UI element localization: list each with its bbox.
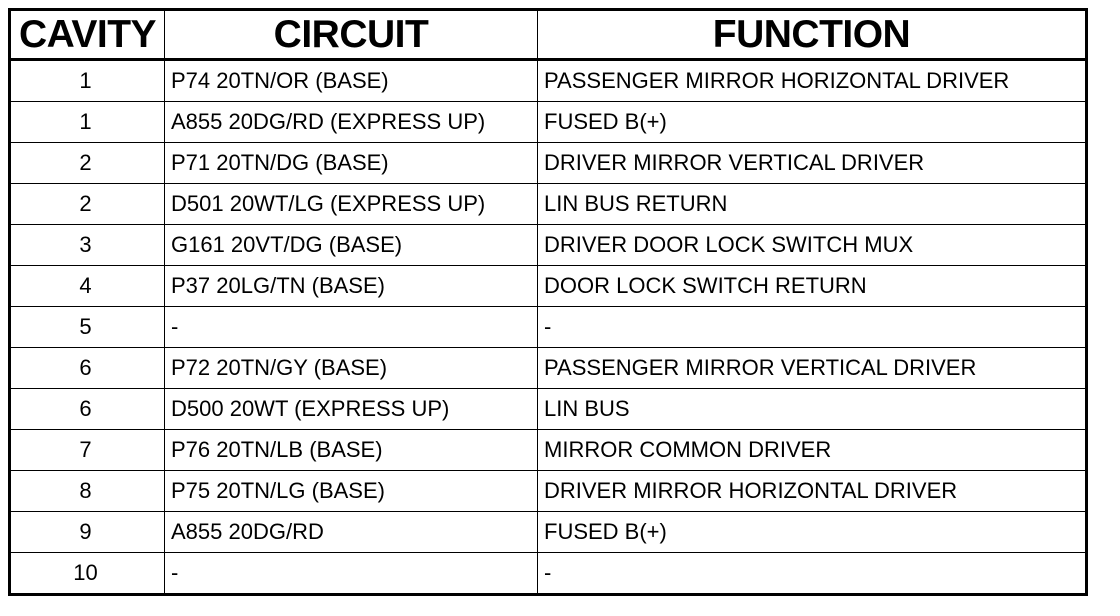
table-row: 2 P71 20TN/DG (BASE) DRIVER MIRROR VERTI…	[9, 142, 1087, 184]
circuit-cell: G161 20VT/DG (BASE)	[164, 224, 538, 266]
table-row: 6 P72 20TN/GY (BASE) PASSENGER MIRROR VE…	[9, 347, 1087, 389]
function-cell: DRIVER MIRROR VERTICAL DRIVER	[537, 142, 1087, 184]
column-header-function: FUNCTION	[537, 9, 1087, 61]
table-row: 5 - -	[9, 306, 1087, 348]
cavity-cell: 4	[9, 265, 165, 307]
cavity-cell: 2	[9, 142, 165, 184]
function-cell: MIRROR COMMON DRIVER	[537, 429, 1087, 471]
circuit-cell: P75 20TN/LG (BASE)	[164, 470, 538, 512]
table-row: 6 D500 20WT (EXPRESS UP) LIN BUS	[9, 388, 1087, 430]
circuit-cell: D500 20WT (EXPRESS UP)	[164, 388, 538, 430]
cavity-cell: 1	[9, 101, 165, 143]
column-header-circuit: CIRCUIT	[164, 9, 538, 61]
table-row: 4 P37 20LG/TN (BASE) DOOR LOCK SWITCH RE…	[9, 265, 1087, 307]
function-cell: PASSENGER MIRROR HORIZONTAL DRIVER	[537, 59, 1087, 102]
cavity-cell: 10	[9, 552, 165, 595]
cavity-cell: 8	[9, 470, 165, 512]
cavity-cell: 6	[9, 347, 165, 389]
cavity-cell: 7	[9, 429, 165, 471]
circuit-cell: P76 20TN/LB (BASE)	[164, 429, 538, 471]
cavity-cell: 5	[9, 306, 165, 348]
circuit-cell: A855 20DG/RD (EXPRESS UP)	[164, 101, 538, 143]
function-cell: FUSED B(+)	[537, 101, 1087, 143]
table-row: 2 D501 20WT/LG (EXPRESS UP) LIN BUS RETU…	[9, 183, 1087, 225]
circuit-cell: P72 20TN/GY (BASE)	[164, 347, 538, 389]
cavity-cell: 2	[9, 183, 165, 225]
circuit-cell: -	[164, 306, 538, 348]
circuit-cell: D501 20WT/LG (EXPRESS UP)	[164, 183, 538, 225]
column-header-cavity: CAVITY	[9, 9, 165, 61]
table-row: 1 P74 20TN/OR (BASE) PASSENGER MIRROR HO…	[9, 59, 1087, 102]
function-cell: LIN BUS RETURN	[537, 183, 1087, 225]
function-cell: -	[537, 306, 1087, 348]
function-cell: DRIVER DOOR LOCK SWITCH MUX	[537, 224, 1087, 266]
table-body: 1 P74 20TN/OR (BASE) PASSENGER MIRROR HO…	[9, 59, 1087, 595]
cavity-cell: 1	[9, 59, 165, 102]
table-row: 3 G161 20VT/DG (BASE) DRIVER DOOR LOCK S…	[9, 224, 1087, 266]
function-cell: FUSED B(+)	[537, 511, 1087, 553]
circuit-cell: P71 20TN/DG (BASE)	[164, 142, 538, 184]
cavity-cell: 3	[9, 224, 165, 266]
table-row: 1 A855 20DG/RD (EXPRESS UP) FUSED B(+)	[9, 101, 1087, 143]
circuit-cell: A855 20DG/RD	[164, 511, 538, 553]
function-cell: PASSENGER MIRROR VERTICAL DRIVER	[537, 347, 1087, 389]
circuit-cell: -	[164, 552, 538, 595]
function-cell: DRIVER MIRROR HORIZONTAL DRIVER	[537, 470, 1087, 512]
table-header: CAVITY CIRCUIT FUNCTION	[9, 9, 1087, 61]
function-cell: DOOR LOCK SWITCH RETURN	[537, 265, 1087, 307]
table-row: 7 P76 20TN/LB (BASE) MIRROR COMMON DRIVE…	[9, 429, 1087, 471]
header-row: CAVITY CIRCUIT FUNCTION	[9, 9, 1087, 61]
table-row: 9 A855 20DG/RD FUSED B(+)	[9, 511, 1087, 553]
table-row: 8 P75 20TN/LG (BASE) DRIVER MIRROR HORIZ…	[9, 470, 1087, 512]
function-cell: -	[537, 552, 1087, 595]
circuit-cell: P37 20LG/TN (BASE)	[164, 265, 538, 307]
cavity-cell: 9	[9, 511, 165, 553]
circuit-cell: P74 20TN/OR (BASE)	[164, 59, 538, 102]
connector-pinout-table: CAVITY CIRCUIT FUNCTION 1 P74 20TN/OR (B…	[8, 8, 1088, 596]
function-cell: LIN BUS	[537, 388, 1087, 430]
cavity-cell: 6	[9, 388, 165, 430]
table-row: 10 - -	[9, 552, 1087, 595]
